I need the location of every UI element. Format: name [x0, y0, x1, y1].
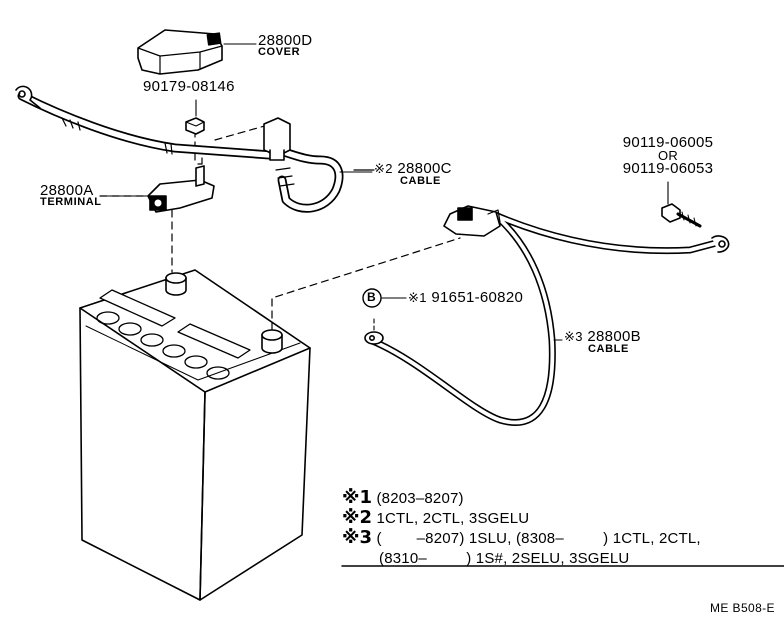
terminal-28800A: [147, 157, 215, 213]
bolt-part-number-a: 90119-06005: [622, 134, 714, 151]
note-3-text: ( –8207) 1SLU, (8308– ) 1CTL, 2CTL,: [376, 530, 701, 547]
cable-c-part-number: 28800C: [397, 160, 452, 177]
note-2-mark: ※2: [342, 507, 373, 528]
note-4-text: (8310– ) 1S#, 2SELU, 3SGELU: [379, 550, 630, 567]
note-2-text: 1CTL, 2CTL, 3SGELU: [376, 510, 530, 527]
bolt-label: 90119-06005 OR 90119-06053: [608, 134, 728, 177]
cable-c-mark: ※2: [374, 161, 393, 176]
right-eyelet: [711, 235, 730, 253]
cable-c-part-name: CABLE: [400, 175, 441, 187]
cable-b-part-name: CABLE: [588, 343, 629, 355]
terminal-part-name: TERMINAL: [40, 196, 102, 208]
bolt-part-number-b: 90119-06053: [622, 160, 714, 177]
cable-b-mark: ※3: [564, 329, 583, 344]
nut-90179-08146: [185, 117, 205, 135]
cable-b-part-number: 28800B: [587, 328, 641, 345]
ground-marker-circle: [362, 288, 382, 308]
battery-post-negative: [165, 272, 187, 296]
cover-28800D: [137, 29, 223, 75]
note-1-mark: ※1: [342, 487, 373, 508]
note-row-1: ※1 (8203–8207): [342, 488, 701, 508]
cable-28800B: [364, 205, 730, 426]
battery-post-positive: [261, 329, 283, 354]
notes-block: ※1 (8203–8207) ※2 1CTL, 2CTL, 3SGELU ※3 …: [342, 488, 701, 568]
terminal-label: 28800A TERMINAL: [40, 182, 102, 208]
cover-part-name: COVER: [258, 46, 301, 58]
cover-part-number: 28800D: [258, 32, 313, 49]
note-3-mark: ※3: [342, 527, 373, 548]
bolt-90119-06005: [661, 203, 702, 228]
cable-28800C: [15, 85, 344, 213]
note-row-3: ※3 ( –8207) 1SLU, (8308– ) 1CTL, 2CTL,: [342, 528, 701, 548]
battery: [79, 269, 311, 601]
ground-label: ※1 91651-60820: [408, 289, 523, 307]
ground-eyelet: [364, 317, 384, 345]
leader-lines: [107, 43, 669, 341]
nut-part-number: 90179-08146: [143, 78, 235, 95]
note-row-2: ※2 1CTL, 2CTL, 3SGELU: [342, 508, 701, 528]
note-row-4: (8310– ) 1S#, 2SELU, 3SGELU: [342, 548, 701, 568]
ground-mark: ※1: [408, 290, 427, 305]
diagram-reference-code: ME B508-E: [710, 601, 775, 615]
ground-part-number: 91651-60820: [431, 289, 524, 306]
cable-b-label: ※3 28800B CABLE: [564, 328, 641, 355]
note-1-text: (8203–8207): [376, 490, 464, 507]
terminal-part-number: 28800A: [40, 182, 94, 199]
cover-label: 28800D COVER: [258, 32, 312, 58]
ground-circle-letter: B: [367, 290, 377, 304]
bolt-or-text: OR: [657, 148, 679, 163]
cable-c-label: ※2 28800C CABLE: [374, 160, 452, 187]
